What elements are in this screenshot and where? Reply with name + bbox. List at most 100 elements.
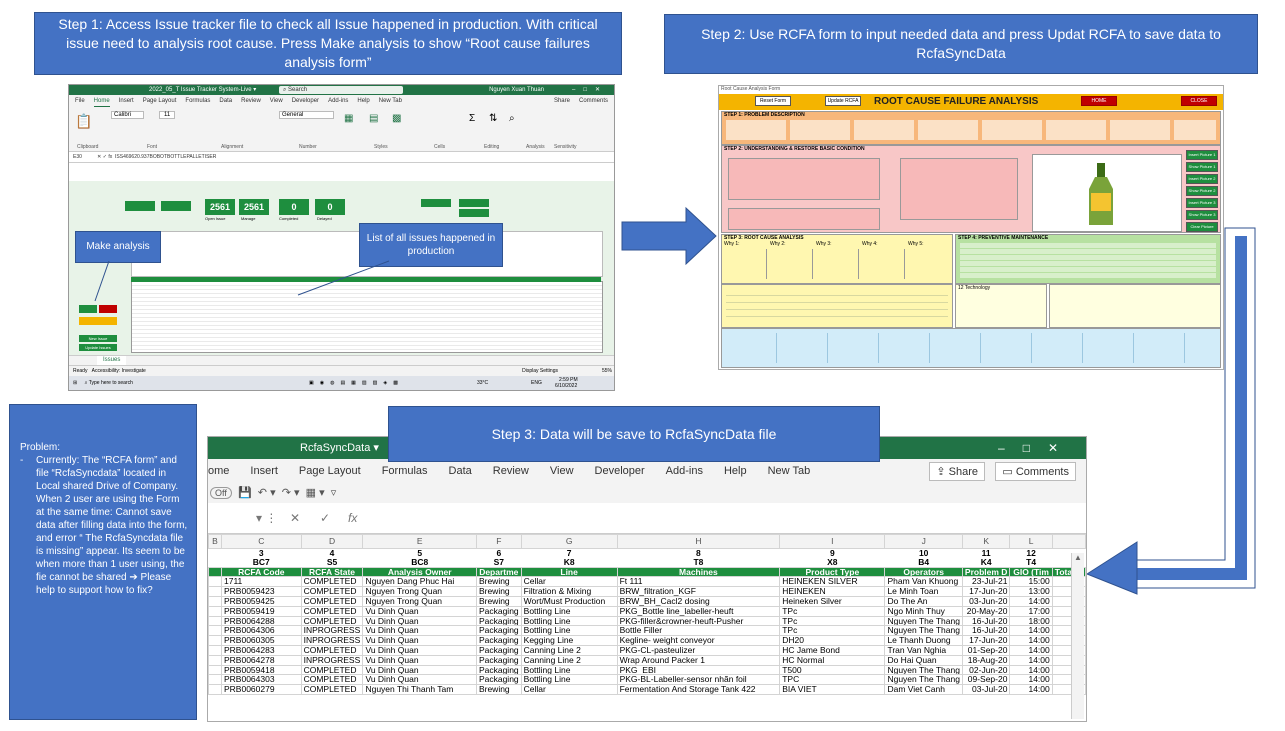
cellref-cell[interactable]: K8 <box>563 557 575 567</box>
table-cell[interactable]: Cellar <box>520 684 618 695</box>
find-select-icon[interactable]: ⌕ <box>509 113 515 124</box>
table-cell[interactable]: Vu Dinh Quan <box>362 654 477 666</box>
cellref-cell[interactable]: BC8 <box>411 557 429 567</box>
update-issues-button[interactable]: Update Issues <box>79 344 117 351</box>
table-cell[interactable]: Le Thanh Duong <box>884 635 963 646</box>
clear-button[interactable] <box>99 305 117 313</box>
table-cell[interactable]: Brewing <box>475 595 522 607</box>
scroll-up-icon[interactable]: ▲ <box>1074 553 1082 562</box>
table-cell[interactable]: Nguyen The Thang <box>884 615 963 627</box>
table-cell[interactable]: HEINEKEN SILVER <box>779 576 886 588</box>
table-cell[interactable]: Packaging <box>475 615 522 627</box>
col-letter[interactable]: G <box>520 534 618 549</box>
excel2-tab[interactable]: Page Layout <box>298 465 361 477</box>
format-table-icon[interactable]: ▤ <box>369 113 379 124</box>
table-cell[interactable]: PRB0064306 <box>220 625 302 637</box>
table-cell[interactable]: 17-Jun-20 <box>961 635 1011 646</box>
insert-picture-1-button[interactable]: Insert Picture 1 <box>1186 150 1218 160</box>
table-cell[interactable]: 15:00 <box>1009 576 1053 588</box>
number-format-select[interactable]: General <box>279 111 335 119</box>
excel2-tab[interactable]: Add-ins <box>665 465 703 477</box>
table-cell[interactable]: Packaging <box>475 635 522 646</box>
table-cell[interactable]: 14:00 <box>1009 595 1053 607</box>
table-cell[interactable]: Canning Line 2 <box>520 644 618 656</box>
cellref-cell[interactable] <box>209 558 222 567</box>
problem-field[interactable] <box>728 158 880 200</box>
vertical-scrollbar[interactable]: ▲ <box>1071 553 1084 719</box>
excel1-tab[interactable]: Insert <box>118 98 134 104</box>
windows-start-icon[interactable]: ⊞ <box>73 380 78 386</box>
autosum-icon[interactable]: Σ <box>469 113 476 124</box>
header-cell[interactable]: Product Type <box>779 566 886 578</box>
table-cell[interactable] <box>208 684 222 695</box>
fx-icon[interactable]: fx <box>348 511 358 525</box>
table-cell[interactable]: 02-Jun-20 <box>961 664 1011 676</box>
header-cell[interactable]: Line <box>520 566 618 578</box>
table-cell[interactable] <box>208 625 222 637</box>
home-button[interactable]: HOME <box>1081 96 1117 106</box>
table-cell[interactable]: 14:00 <box>1009 684 1053 695</box>
table-cell[interactable]: Vu Dinh Quan <box>362 635 477 646</box>
taskbar-app-icons[interactable]: ▣◉◍▤▦▧▨◈▩ <box>309 380 404 386</box>
table-cell[interactable]: 16-Jul-20 <box>961 615 1011 627</box>
table-cell[interactable]: COMPLETED <box>300 684 364 695</box>
table-cell[interactable]: Brewing <box>475 586 522 597</box>
cell-styles-icon[interactable]: ▩ <box>392 113 402 124</box>
excel1-tab[interactable]: View <box>269 98 283 104</box>
table-cell[interactable]: Filtration & Mixing <box>520 586 618 597</box>
table-cell[interactable]: Packaging <box>475 664 522 676</box>
show-picture-1-button[interactable]: Show Picture 1 <box>1186 162 1218 172</box>
table-cell[interactable]: PRB0059418 <box>220 664 302 676</box>
cellref-cell[interactable]: X8 <box>827 557 838 567</box>
table-cell[interactable]: 14:00 <box>1009 644 1053 656</box>
cellref-cell[interactable]: T8 <box>693 557 704 567</box>
table-cell[interactable]: INPROGRESS <box>300 654 364 666</box>
excel1-tab[interactable]: Add-ins <box>328 98 349 104</box>
table-cell[interactable]: HEINEKEN <box>779 586 886 597</box>
cellref-cell[interactable]: S7 <box>493 557 504 567</box>
header-cell[interactable]: RCFA State <box>300 566 364 578</box>
cancel-icon[interactable]: ✕ <box>290 511 301 525</box>
header-cell[interactable]: Departme <box>475 566 522 578</box>
table-cell[interactable]: 14:00 <box>1009 664 1053 676</box>
table-cell[interactable]: 14:00 <box>1009 674 1053 686</box>
col-letter[interactable]: F <box>475 534 522 549</box>
undo-icon[interactable]: ↶ ▾ <box>257 487 276 499</box>
table-cell[interactable]: Packaging <box>475 654 522 666</box>
table-cell[interactable]: Vu Dinh Quan <box>362 674 477 686</box>
header-cell[interactable]: Operators <box>884 566 963 578</box>
table-cell[interactable]: Bottling Line <box>520 625 618 637</box>
font-select[interactable]: Calibri <box>111 111 145 119</box>
excel1-tab[interactable]: Page Layout <box>142 98 177 104</box>
excel2-window-controls[interactable]: –□✕ <box>998 441 1076 455</box>
cellref-cell[interactable]: BC7 <box>252 557 270 567</box>
table-cell[interactable]: BRW_filtration_KGF <box>616 586 781 597</box>
index-cell[interactable]: 10 <box>918 548 929 558</box>
display-settings[interactable]: Display Settings <box>522 368 558 374</box>
col-letter[interactable]: J <box>884 534 963 549</box>
status-accessibility[interactable]: Accessibility: Investigate <box>91 368 146 374</box>
excel1-comments-button[interactable]: Comments <box>578 98 608 104</box>
table-cell[interactable]: COMPLETED <box>300 664 364 676</box>
table-cell[interactable]: PRB0060279 <box>220 684 302 695</box>
table-cell[interactable] <box>1051 684 1086 695</box>
table-cell[interactable]: PRB0064278 <box>220 654 302 666</box>
update-rcfa-button[interactable]: Update RCFA <box>825 96 861 106</box>
reset-form-button[interactable]: Reset Form <box>755 96 791 106</box>
excel1-tab[interactable]: Home <box>93 95 110 107</box>
table-cell[interactable]: Nguyen The Thang <box>884 674 963 686</box>
name-box-dropdown-icon[interactable]: ▾ ⋮ <box>256 511 278 525</box>
table-cell[interactable]: PRB0059423 <box>220 586 302 597</box>
col-letter[interactable] <box>1051 534 1086 549</box>
table-cell[interactable]: TPc <box>779 605 886 617</box>
col-letter[interactable]: D <box>300 534 364 549</box>
save-icon[interactable]: 💾 <box>237 487 252 499</box>
table-cell[interactable] <box>208 674 222 686</box>
cause-checkboxes[interactable] <box>726 289 948 323</box>
table-cell[interactable]: Wrap Around Packer 1 <box>616 654 781 666</box>
show-picture-2-button[interactable]: Show Picture 2 <box>1186 186 1218 196</box>
